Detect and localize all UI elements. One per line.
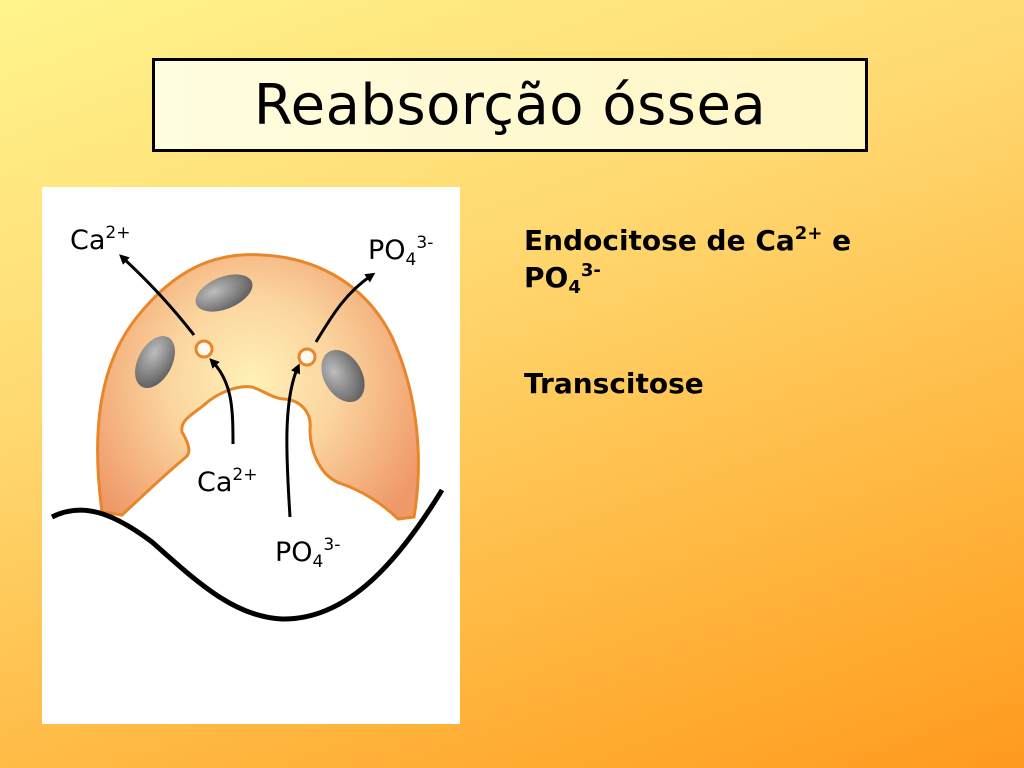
bone-surface-line [50,488,445,622]
label-po4-bottom: PO43- [275,535,341,572]
label-ca-bottom: Ca2+ [197,465,258,498]
nucleus-top [195,274,253,312]
bullet-endocitose-line2: PO43- [524,260,601,299]
osteoclast-cell [96,253,420,521]
arrow-ca-out [119,254,196,336]
title-box: Reabsorção óssea [152,58,868,152]
bullet-endocitose: Endocitose de Ca2+ e PO43- [524,222,851,300]
vesicle-left [194,339,214,359]
arrow-po4-up-into-vesicle [285,363,301,518]
bullet-transcitose: Transcitose [524,367,704,400]
vesicle-right [297,347,317,367]
bullet-endocitose-line1: Endocitose de Ca2+ e [524,223,852,257]
label-po4-top: PO43- [368,233,434,270]
osteoclast-diagram [50,253,445,622]
nucleus-left [135,336,175,388]
nucleus-right [321,349,365,403]
arrow-po4-out [314,272,376,343]
diagram-panel: Ca2+ PO43- Ca2+ PO43- [42,187,460,724]
slide-title: Reabsorção óssea [253,72,767,138]
arrow-ca-up-into-vesicle [209,358,235,445]
label-ca-top: Ca2+ [70,223,131,256]
